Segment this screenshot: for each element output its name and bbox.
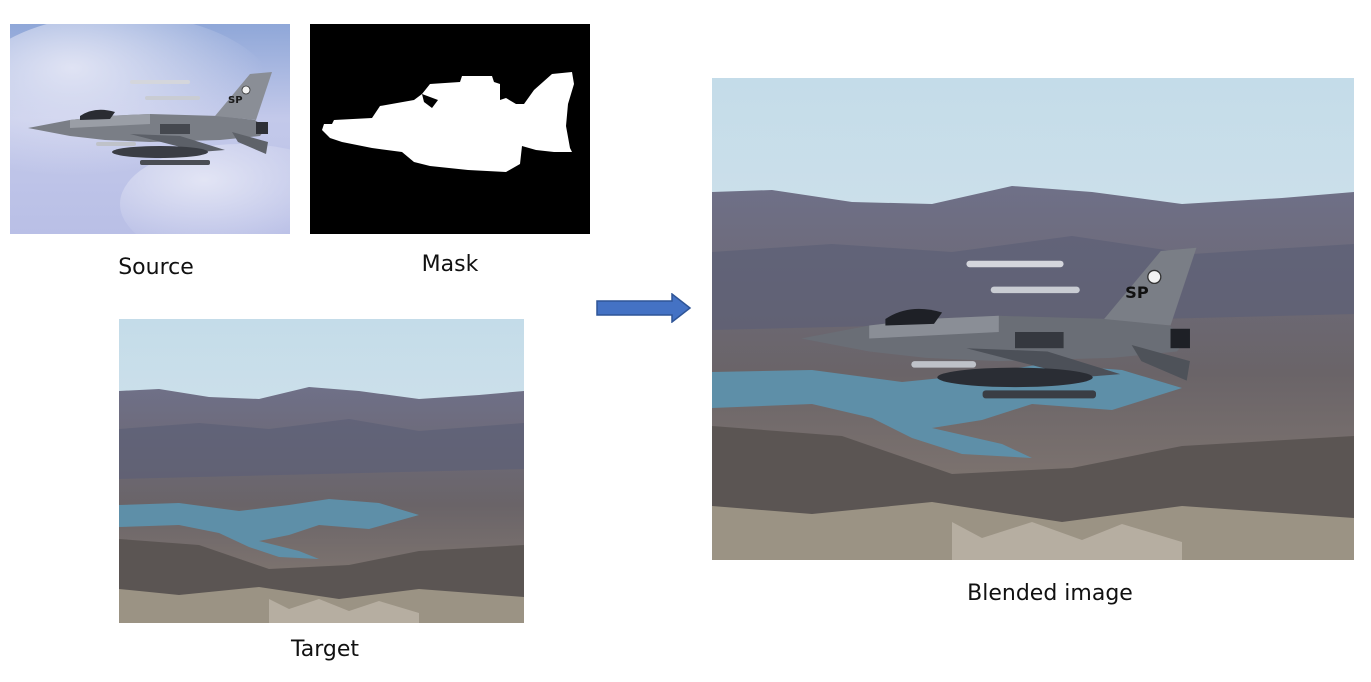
target-caption: Target <box>290 637 360 662</box>
arrow-right-icon <box>596 293 692 323</box>
tail-code-text: SP <box>228 95 243 106</box>
mask-caption: Mask <box>421 252 479 277</box>
jet-graphic: SP <box>28 72 272 165</box>
mask-silhouette <box>322 72 574 172</box>
source-caption: Source <box>118 255 194 280</box>
blended-image: SP <box>712 78 1354 560</box>
blended-caption: Blended image <box>967 581 1133 606</box>
mask-image <box>310 24 590 234</box>
target-image <box>119 319 524 623</box>
source-image: SP <box>10 24 290 234</box>
blended-tail-code-text: SP <box>1125 283 1149 302</box>
